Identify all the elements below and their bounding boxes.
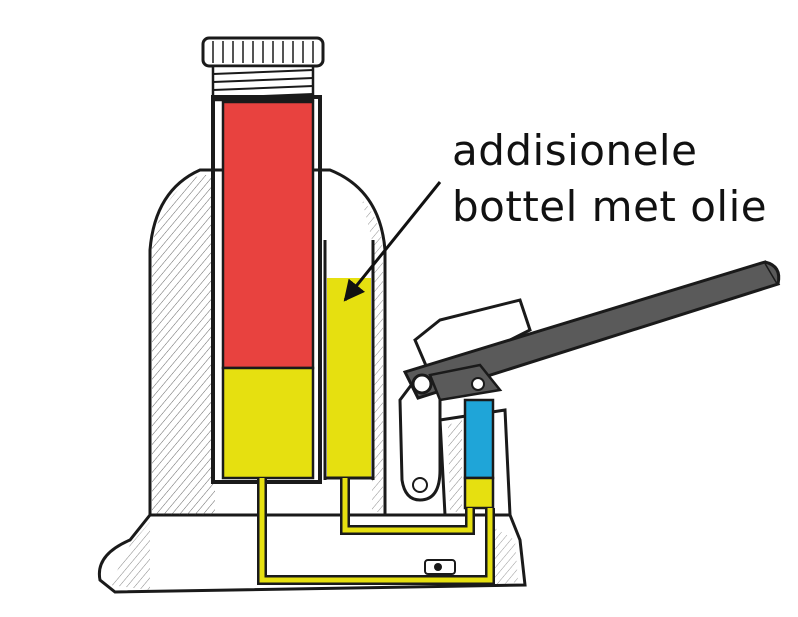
main-cylinder-oil xyxy=(223,368,313,478)
annotation-line-1: addisionele xyxy=(452,125,697,177)
release-valve xyxy=(425,560,455,574)
ram-piston xyxy=(223,102,313,368)
annotation-line-2: bottel met olie xyxy=(452,181,767,233)
jack-screw-cap xyxy=(203,38,323,100)
pump-plunger xyxy=(465,400,493,478)
pump-cylinder-oil xyxy=(465,478,493,508)
